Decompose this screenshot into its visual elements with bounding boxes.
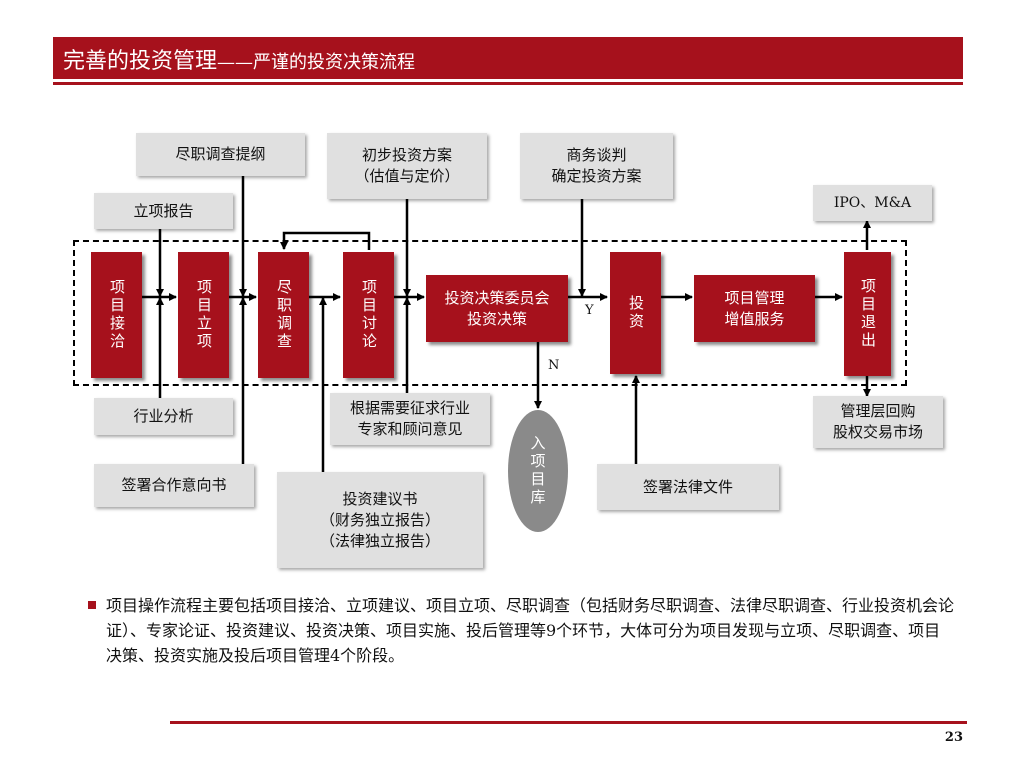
page-number: 23 (944, 730, 963, 745)
flag-no: N (548, 358, 560, 373)
project-pool-label: 入项目库 (528, 435, 547, 507)
note-text: 签署法律文件 (642, 477, 733, 496)
note-text: 根据需要征求行业 专家和顾问意见 (349, 399, 470, 438)
stage-label: 尽职调查 (275, 279, 293, 351)
stage-project-approval: 项目立项 (178, 252, 229, 378)
stage-project-exit: 项目退出 (844, 252, 891, 376)
title-underline (53, 82, 963, 85)
note-text: 立项报告 (133, 201, 194, 220)
stage-invest: 投资 (610, 252, 661, 374)
footer-line (170, 721, 967, 724)
stage-label: 投资决策委员会 投资决策 (444, 288, 550, 328)
note-dd-outline: 尽职调查提纲 (136, 133, 305, 176)
stage-due-diligence: 尽职调查 (258, 252, 309, 378)
page-title-main: 完善的投资管理 (63, 49, 218, 74)
stage-investment-committee: 投资决策委员会 投资决策 (426, 275, 568, 342)
title-bar: 完善的投资管理——严谨的投资决策流程 (53, 37, 963, 79)
summary-text: 项目操作流程主要包括项目接洽、立项建议、项目立项、尽职调查（包括财务尽职调查、法… (106, 596, 955, 665)
note-text: IPO、M&A (833, 194, 912, 211)
note-text: 初步投资方案 （估值与定价） (354, 146, 460, 185)
stage-label: 项目退出 (859, 278, 877, 350)
stage-project-discussion: 项目讨论 (343, 252, 394, 378)
note-negotiation: 商务谈判 确定投资方案 (520, 133, 673, 199)
note-prelim-plan: 初步投资方案 （估值与定价） (327, 133, 487, 199)
note-text: 管理层回购 股权交易市场 (832, 402, 923, 441)
process-frame (73, 240, 907, 386)
note-text: 投资建议书 （财务独立报告） （法律独立报告） (319, 489, 440, 550)
stage-label: 项目管理 增值服务 (724, 288, 785, 328)
note-investment-proposal: 投资建议书 （财务独立报告） （法律独立报告） (277, 472, 483, 568)
stage-label: 项目立项 (195, 279, 213, 351)
project-pool: 入项目库 (508, 410, 568, 532)
note-text: 尽职调查提纲 (175, 145, 266, 163)
note-text: 行业分析 (133, 407, 194, 425)
note-mgmt-buyback: 管理层回购 股权交易市场 (813, 396, 943, 448)
note-letter-of-intent: 签署合作意向书 (94, 464, 254, 507)
note-text: 签署合作意向书 (121, 476, 227, 494)
note-legal-documents: 签署法律文件 (597, 464, 779, 510)
stage-project-management: 项目管理 增值服务 (694, 275, 815, 342)
stage-label: 项目接洽 (108, 279, 126, 351)
note-text: 商务谈判 确定投资方案 (551, 146, 642, 185)
note-expert-opinion: 根据需要征求行业 专家和顾问意见 (330, 393, 490, 445)
bullet-marker (88, 601, 96, 609)
stage-label: 项目讨论 (360, 279, 378, 351)
flag-yes: Y (585, 303, 594, 318)
note-industry-analysis: 行业分析 (94, 398, 233, 435)
arrow-loop-discuss-dd (280, 231, 371, 250)
note-project-report: 立项报告 (94, 193, 233, 229)
stage-label: 投资 (627, 295, 645, 331)
stage-project-engagement: 项目接洽 (91, 252, 142, 378)
note-ipo-ma: IPO、M&A (813, 185, 932, 221)
page-title: 完善的投资管理——严谨的投资决策流程 (63, 43, 415, 75)
page-title-sub: ——严谨的投资决策流程 (217, 52, 416, 73)
